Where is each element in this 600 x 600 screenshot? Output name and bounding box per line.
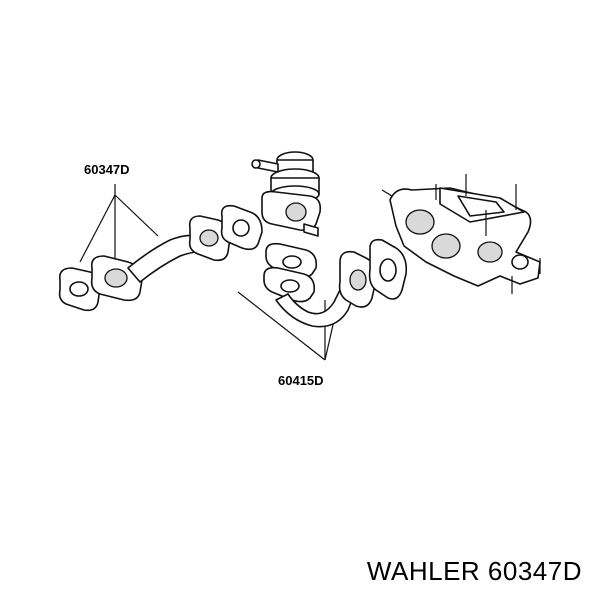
intake-manifold-adapter (381, 174, 541, 294)
part-number-callout-lower: 60415D (278, 373, 324, 388)
leader-lines-upper (79, 184, 159, 263)
gasket-lower-left-bottom (263, 266, 316, 303)
part-number-callout-upper: 60347D (84, 162, 130, 177)
brand-part-caption: WAHLER 60347D (366, 556, 582, 586)
egr-valve (251, 151, 322, 237)
egr-pipe-lower (275, 250, 378, 328)
gasket-lower-right (368, 238, 408, 300)
gasket-left-outer (58, 267, 101, 312)
gasket-upper-right (220, 204, 263, 251)
egr-pipe-upper (127, 215, 231, 283)
